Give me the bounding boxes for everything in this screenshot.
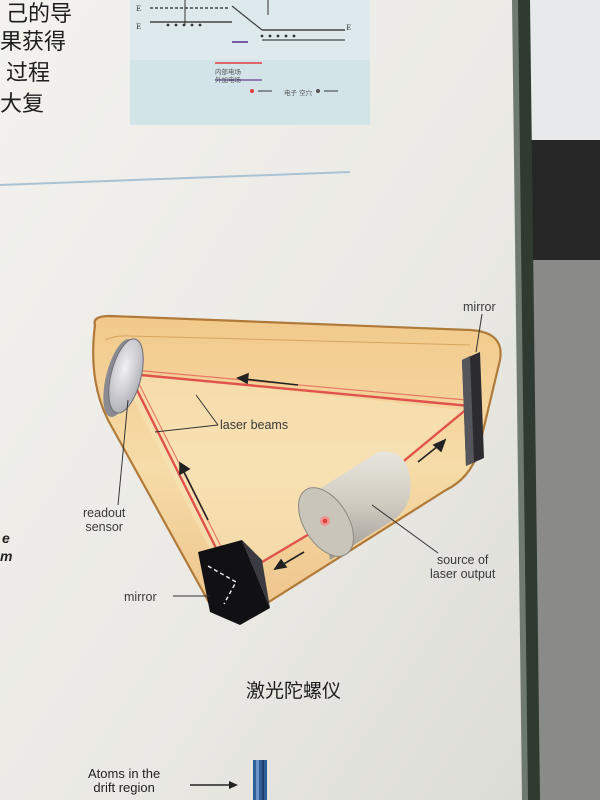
atoms-label: Atoms in the drift region [88, 766, 161, 795]
label-readout-sensor: readout sensor [83, 506, 126, 534]
label-source: source of laser output [430, 553, 496, 581]
svg-text:E: E [346, 24, 351, 32]
legend-particles: 电子 空穴 [284, 89, 313, 97]
legend-outer-field: 外加电场 [215, 76, 241, 84]
diagram-caption: 激光陀螺仪 [246, 680, 342, 702]
label-mirror-bottom: mirror [124, 590, 157, 604]
legend-inner-field: 内部电场 [215, 68, 241, 76]
cropped-text-line-4: 大复 [0, 92, 45, 117]
svg-text:E: E [136, 23, 141, 31]
svg-text:E: E [136, 5, 141, 13]
edge-fragment-2: m [0, 548, 13, 564]
edge-fragment-1: e [2, 530, 10, 546]
label-laser-beams: laser beams [220, 418, 289, 432]
cropped-text-line-3: 过程 [6, 61, 51, 86]
cropped-text-line-2: 果获得 [0, 30, 67, 55]
label-mirror-top: mirror [463, 300, 496, 314]
cropped-text-line-1: 己的导 [6, 2, 73, 27]
